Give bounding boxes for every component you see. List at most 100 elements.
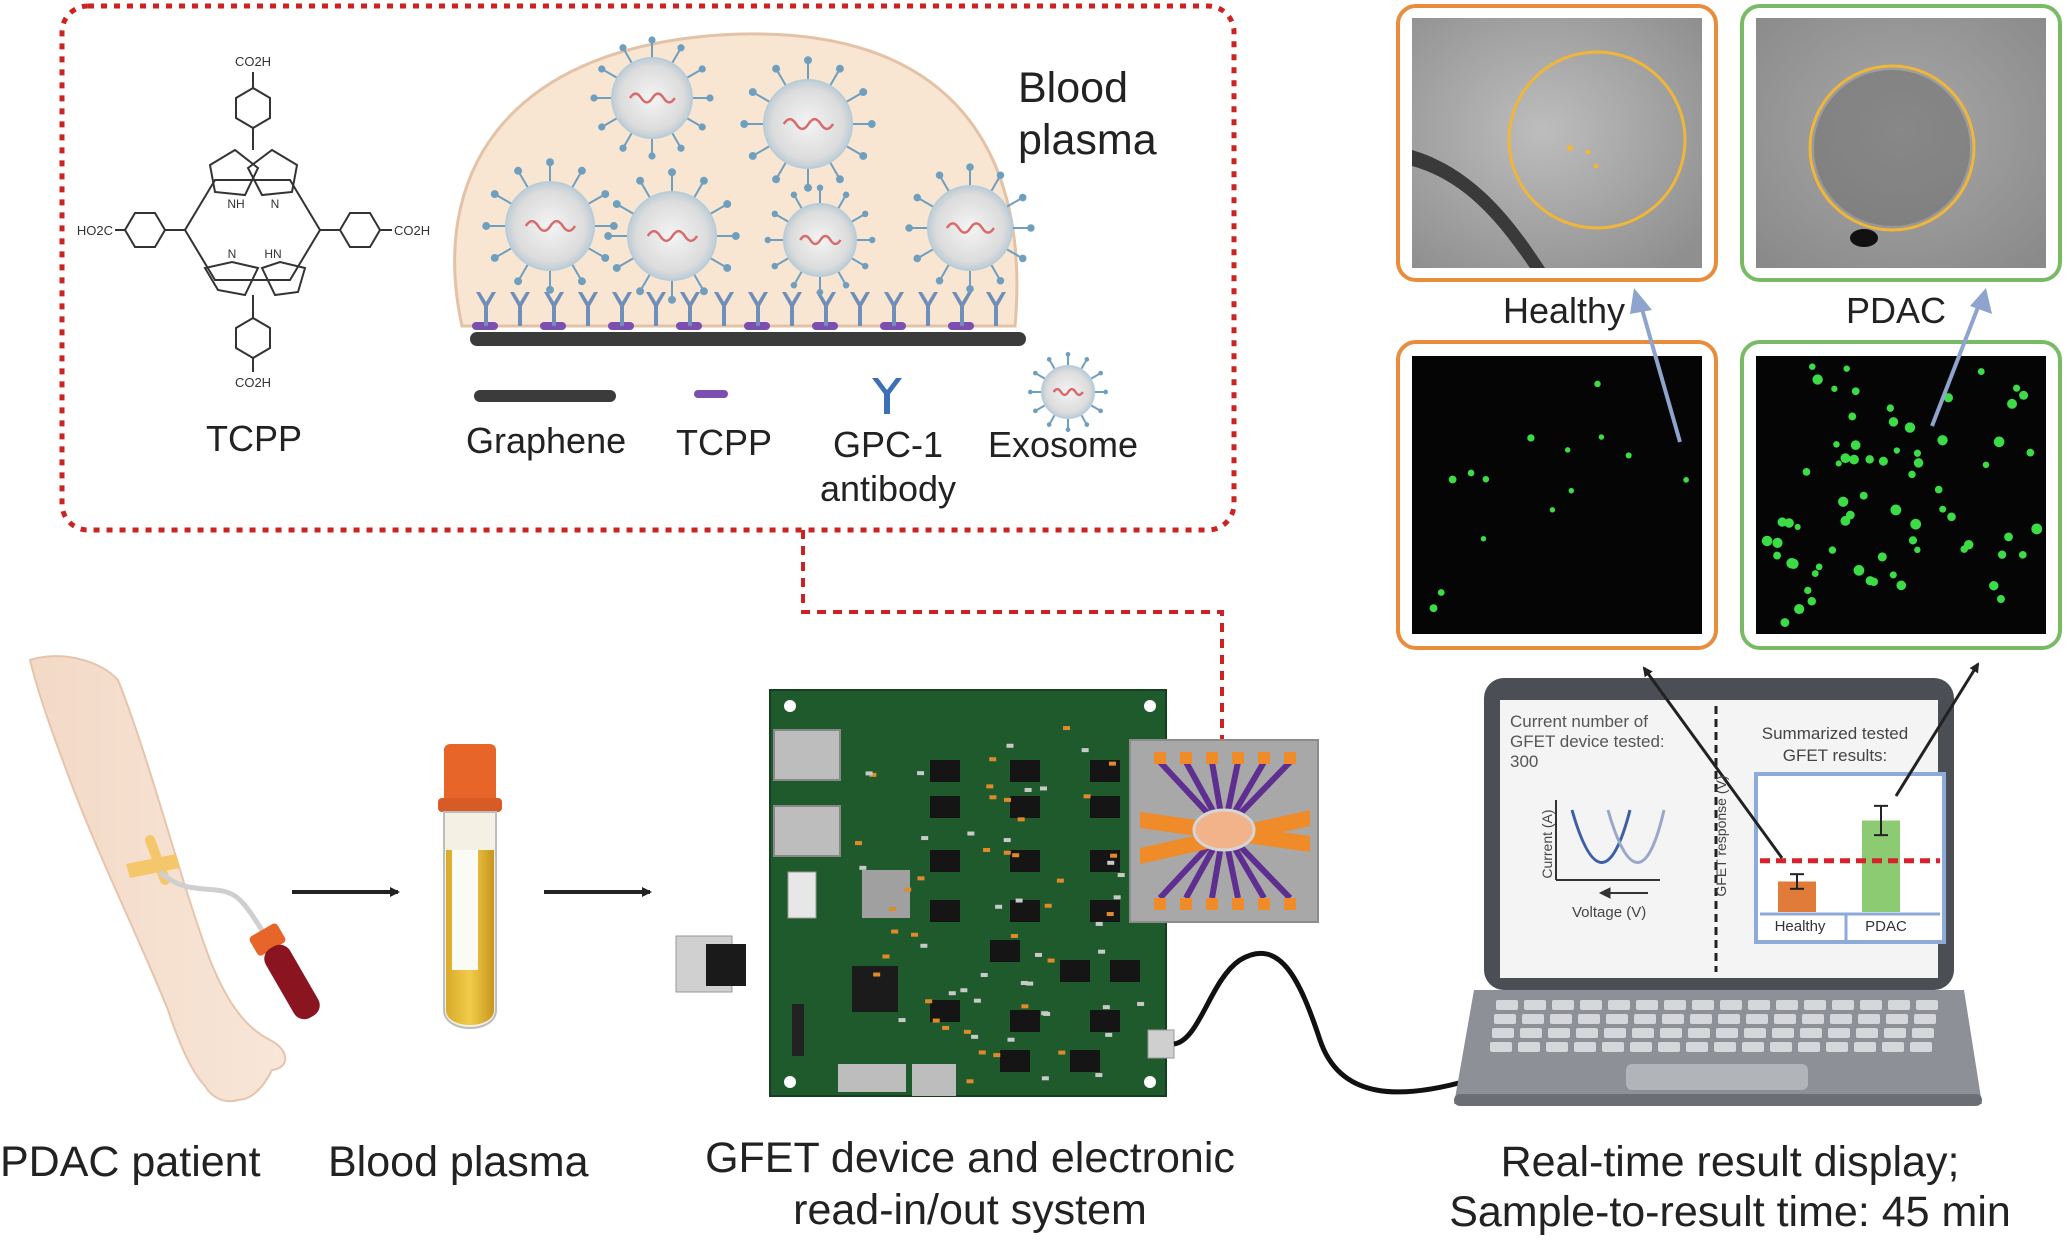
legend-graphene-label: Graphene bbox=[466, 420, 627, 461]
ic-chip bbox=[1090, 1010, 1120, 1032]
fluorescent-dot bbox=[1840, 453, 1851, 464]
smd-part bbox=[882, 954, 890, 959]
keyboard-key bbox=[1912, 1028, 1934, 1038]
fluorescent-dot bbox=[1865, 576, 1875, 586]
tcpp-molecule-label: TCPP bbox=[206, 418, 303, 459]
fluorescent-dot bbox=[1786, 557, 1797, 569]
exosome bbox=[764, 184, 876, 296]
healthy-fluorescence-image bbox=[1396, 340, 1718, 650]
fluorescent-dot bbox=[1960, 545, 1968, 553]
exosome bbox=[482, 158, 618, 294]
keyboard-key bbox=[1856, 1028, 1878, 1038]
keyboard-key bbox=[1770, 1042, 1792, 1052]
ic-chip bbox=[990, 940, 1020, 962]
smd-part bbox=[963, 1029, 971, 1034]
smd-part bbox=[948, 991, 956, 996]
keyboard-key bbox=[1828, 1028, 1850, 1038]
keyboard-key bbox=[1686, 1042, 1708, 1052]
keyboard-key bbox=[1910, 1042, 1932, 1052]
fluorescent-dot bbox=[1910, 518, 1922, 530]
smd-part bbox=[1098, 949, 1106, 954]
smd-part bbox=[889, 907, 897, 912]
keyboard-key bbox=[1832, 1000, 1854, 1010]
smd-part bbox=[1105, 1032, 1113, 1037]
arrow-to-healthy-images bbox=[1642, 666, 1784, 859]
antibody bbox=[986, 292, 1006, 326]
keyboard-key bbox=[1522, 1014, 1544, 1024]
smd-part bbox=[1083, 794, 1091, 799]
smd-part bbox=[1003, 838, 1011, 843]
fluorescent-dot bbox=[1815, 563, 1823, 571]
fluorescent-dot bbox=[1939, 505, 1947, 513]
fluorescent-dot bbox=[1429, 604, 1438, 613]
label-blood-plasma: Blood plasma bbox=[328, 1138, 589, 1186]
smd-part bbox=[967, 831, 975, 836]
antibody bbox=[714, 292, 734, 326]
healthy-tem-image bbox=[1396, 4, 1718, 282]
smd-part bbox=[1095, 1073, 1103, 1078]
ic-chip bbox=[930, 760, 960, 782]
keyboard-key bbox=[1800, 1028, 1822, 1038]
smd-part bbox=[973, 998, 981, 1003]
smd-part bbox=[989, 757, 997, 762]
smd-part bbox=[986, 784, 994, 789]
smd-part bbox=[1113, 895, 1121, 900]
fluorescent-dot bbox=[1989, 580, 1999, 591]
keyboard-key bbox=[1916, 1000, 1938, 1010]
fluorescent-dot bbox=[1773, 551, 1781, 560]
fluorescent-dot bbox=[1937, 435, 1948, 446]
smd-part bbox=[1102, 1005, 1110, 1010]
fluorescent-dot bbox=[1890, 504, 1902, 516]
exosome bbox=[604, 168, 740, 304]
keyboard-key bbox=[1520, 1028, 1542, 1038]
fluorescent-dot bbox=[1851, 387, 1860, 396]
healthy-fluorescence-dots bbox=[1429, 380, 1689, 613]
keyboard-key bbox=[1746, 1014, 1768, 1024]
keyboard-key bbox=[1524, 1000, 1546, 1010]
keyboard-key bbox=[1884, 1028, 1906, 1038]
mol-group-left: HO2C bbox=[77, 223, 113, 238]
keyboard-key bbox=[1772, 1028, 1794, 1038]
fluorescent-dot bbox=[1780, 618, 1790, 627]
mol-group-right: CO2H bbox=[394, 223, 430, 238]
fluorescent-dot bbox=[2018, 550, 2027, 559]
antibody bbox=[544, 292, 564, 326]
keyboard-key bbox=[1604, 1028, 1626, 1038]
fluorescent-dot bbox=[1812, 374, 1823, 385]
keyboard-key bbox=[1690, 1014, 1712, 1024]
pcb-board bbox=[675, 689, 1175, 1097]
fluorescent-dot bbox=[1943, 393, 1953, 403]
fluorescent-dot bbox=[1913, 458, 1924, 468]
smd-part bbox=[1020, 981, 1028, 986]
antibody bbox=[612, 292, 632, 326]
keyboard-key bbox=[1550, 1014, 1572, 1024]
fluorescent-dot bbox=[2007, 398, 2017, 409]
fluorescent-dot bbox=[1904, 422, 1916, 433]
fluorescent-dot bbox=[1807, 597, 1817, 606]
keyboard-key bbox=[1716, 1028, 1738, 1038]
pcb-components bbox=[854, 726, 1145, 1084]
fluorescent-dot bbox=[1843, 365, 1850, 372]
keyboard-key bbox=[1606, 1014, 1628, 1024]
keyboard-key bbox=[1546, 1042, 1568, 1052]
smd-part bbox=[917, 771, 925, 776]
keyboard-key bbox=[1602, 1042, 1624, 1052]
fluorescent-dot bbox=[1977, 368, 1985, 376]
ic-chip bbox=[930, 796, 960, 818]
fluorescent-dot bbox=[2019, 390, 2029, 400]
legend-antibody-label-line1: GPC-1 bbox=[832, 424, 944, 465]
smd-part bbox=[921, 836, 929, 841]
exosome-layer bbox=[482, 36, 1035, 304]
keyboard-key bbox=[1630, 1042, 1652, 1052]
ic-chip bbox=[1010, 1010, 1040, 1032]
keyboard-key bbox=[1664, 1000, 1686, 1010]
gfet-chip bbox=[1129, 739, 1319, 923]
plasma-dome bbox=[453, 32, 1019, 328]
antibody bbox=[510, 292, 530, 326]
patient-arm bbox=[28, 655, 320, 1103]
keyboard-key bbox=[1548, 1028, 1570, 1038]
bar-chart bbox=[1760, 804, 1940, 940]
smd-part bbox=[942, 1025, 950, 1030]
smd-part bbox=[904, 887, 912, 892]
